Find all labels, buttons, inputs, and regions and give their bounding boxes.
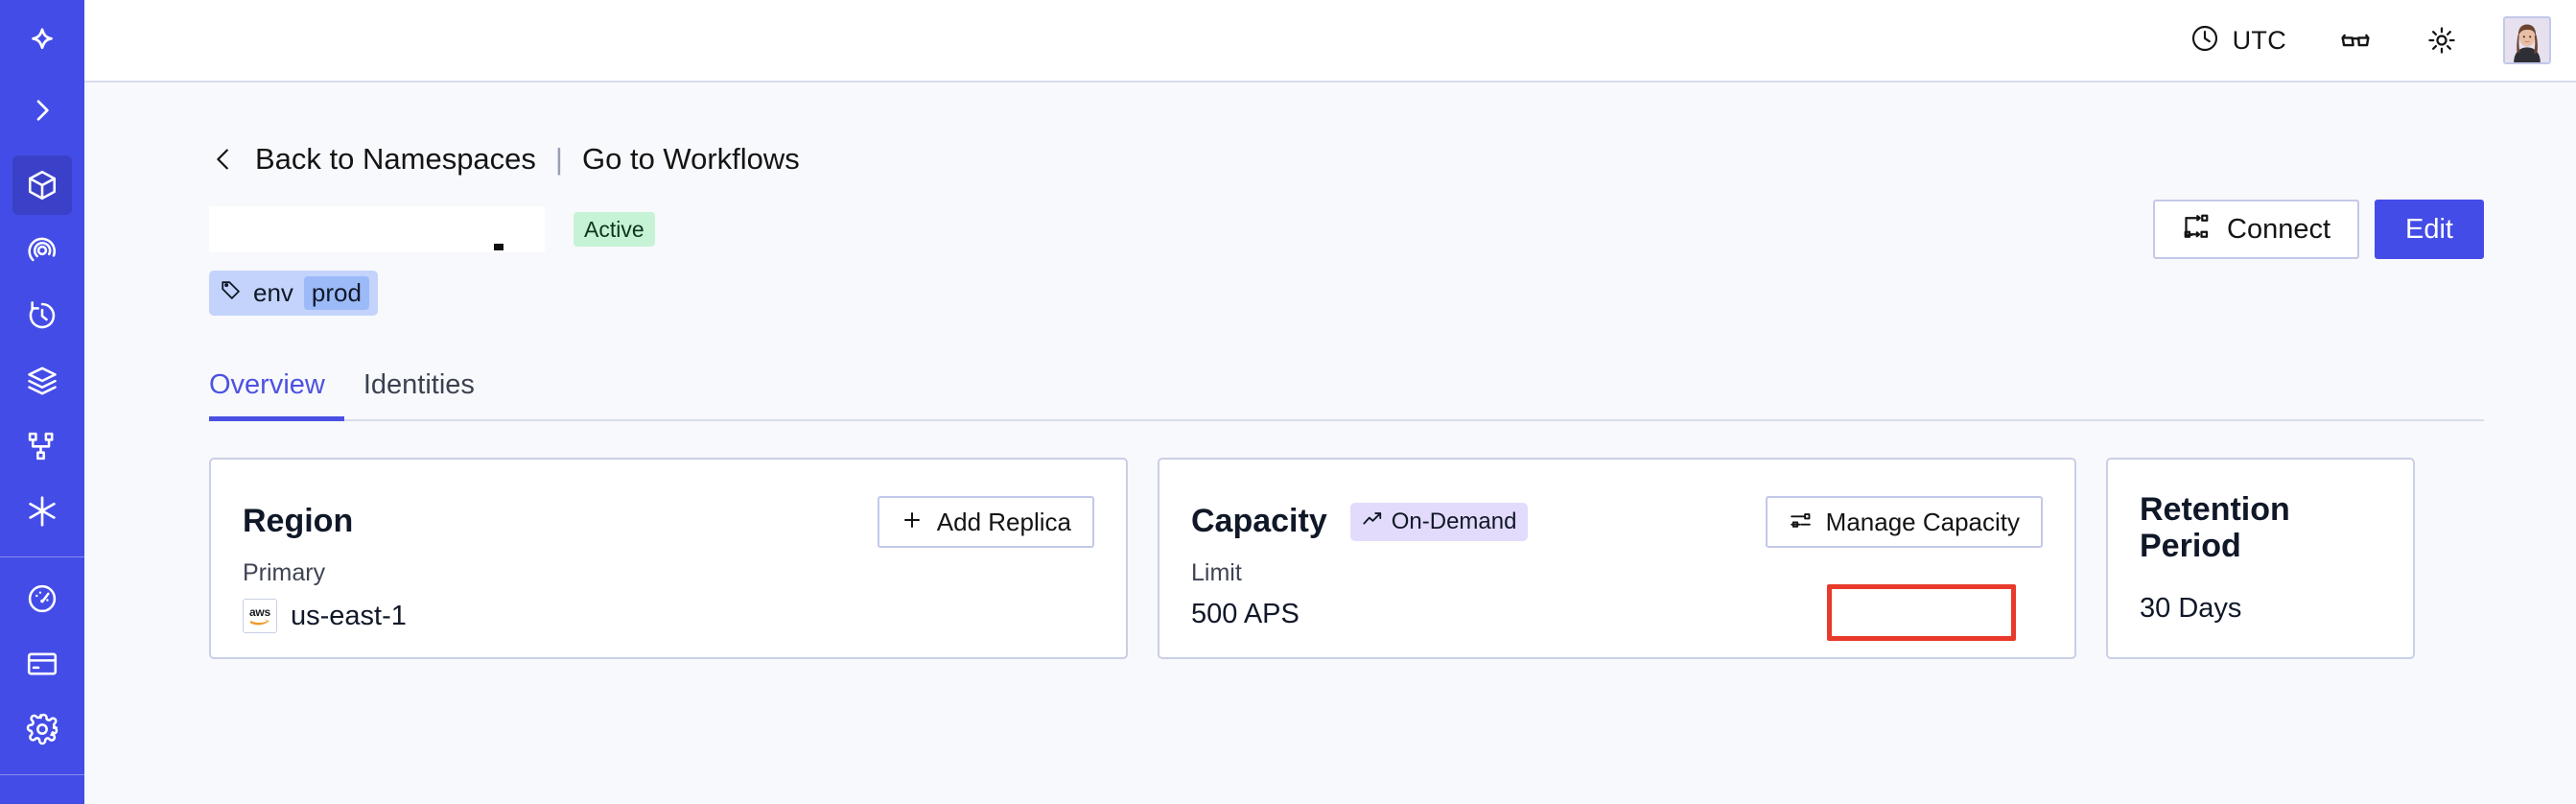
timezone-label: UTC — [2232, 25, 2286, 55]
left-sidebar — [0, 0, 84, 804]
edit-button-label: Edit — [2405, 213, 2453, 245]
manage-capacity-label: Manage Capacity — [1825, 508, 2020, 537]
aws-logo-icon: aws — [243, 599, 277, 634]
tag-key: env — [253, 277, 293, 307]
header-actions: Connect Edit — [2153, 200, 2484, 259]
edit-button[interactable]: Edit — [2375, 200, 2484, 259]
timezone-selector[interactable]: UTC — [2190, 23, 2286, 59]
tag-chip-env[interactable]: env prod — [209, 271, 378, 317]
namespace-tags: env prod — [209, 271, 2484, 317]
add-replica-label: Add Replica — [936, 508, 1071, 537]
capacity-card-header: Capacity On-Demand — [1191, 492, 2043, 552]
tab-identities[interactable]: Identities — [363, 369, 475, 401]
region-card-title: Region — [243, 503, 354, 540]
sidebar-item-usage[interactable] — [12, 569, 72, 628]
retention-value: 30 Days — [2140, 592, 2242, 624]
retention-card: Retention Period 30 Days — [2106, 458, 2415, 660]
main-pane: UTC — [84, 0, 2576, 804]
breadcrumb-workflows-link[interactable]: Go to Workflows — [581, 142, 800, 176]
retention-card-header: Retention Period — [2140, 492, 2381, 564]
breadcrumb-separator: | — [554, 142, 563, 176]
on-demand-badge-label: On-Demand — [1391, 508, 1517, 534]
region-primary-label: Primary — [243, 559, 326, 587]
sun-icon[interactable] — [2417, 15, 2467, 65]
sidebar-item-batch-operations[interactable] — [12, 351, 72, 411]
status-badge: Active — [574, 211, 655, 248]
chevron-right-icon[interactable] — [12, 81, 72, 140]
tab-overview[interactable]: Overview — [209, 369, 344, 422]
trending-up-icon — [1362, 508, 1383, 535]
sidebar-item-observability[interactable] — [12, 221, 72, 280]
capacity-limit-label: Limit — [1191, 559, 1242, 587]
chevron-left-icon[interactable] — [209, 143, 238, 176]
on-demand-badge: On-Demand — [1349, 502, 1529, 542]
breadcrumb: Back to Namespaces | Go to Workflows — [209, 83, 2484, 177]
region-value: us-east-1 — [291, 600, 407, 631]
sidebar-item-billing[interactable] — [12, 634, 72, 694]
temporal-logo-icon[interactable] — [12, 13, 72, 73]
region-card-header: Region Add Replica — [243, 492, 1094, 552]
capacity-limit-value: 500 APS — [1191, 599, 1300, 630]
glasses-icon[interactable] — [2330, 15, 2380, 65]
plus-icon — [901, 508, 924, 535]
namespace-header: Active — [209, 200, 2484, 259]
capacity-card-title: Capacity — [1191, 503, 1327, 540]
breadcrumb-back-link[interactable]: Back to Namespaces — [255, 142, 536, 176]
page-content: Back to Namespaces | Go to Workflows Act… — [84, 83, 2576, 804]
namespace-title-redacted — [209, 206, 545, 252]
redaction-artifact — [494, 244, 503, 250]
add-replica-button[interactable]: Add Replica — [877, 496, 1094, 549]
connect-button[interactable]: Connect — [2153, 200, 2360, 259]
clock-icon — [2190, 23, 2220, 59]
aws-wordmark: aws — [248, 605, 271, 620]
tag-value: prod — [303, 276, 369, 311]
tag-icon — [220, 278, 243, 308]
sidebar-item-settings[interactable] — [12, 699, 72, 759]
connect-button-label: Connect — [2227, 213, 2331, 245]
manage-capacity-button[interactable]: Manage Capacity — [1765, 496, 2043, 549]
sidebar-item-nexus[interactable] — [12, 482, 72, 541]
region-primary-value-row: aws us-east-1 — [243, 599, 1094, 634]
retention-card-title: Retention Period — [2140, 491, 2290, 564]
capacity-card: Capacity On-Demand — [1158, 458, 2076, 660]
sidebar-item-namespaces[interactable] — [12, 155, 72, 215]
sidebar-item-schedules[interactable] — [12, 286, 72, 345]
top-bar: UTC — [84, 0, 2576, 83]
overview-cards: Region Add Replica Primary — [209, 458, 2484, 660]
sidebar-divider-1 — [0, 556, 84, 557]
sidebar-item-workflows[interactable] — [12, 416, 72, 476]
avatar[interactable] — [2503, 16, 2551, 64]
sidebar-divider-2 — [0, 774, 84, 775]
connect-flow-icon — [2182, 212, 2211, 247]
region-card: Region Add Replica Primary — [209, 458, 1128, 660]
tabs: Overview Identities — [209, 362, 2484, 422]
sliders-icon — [1789, 508, 1813, 536]
